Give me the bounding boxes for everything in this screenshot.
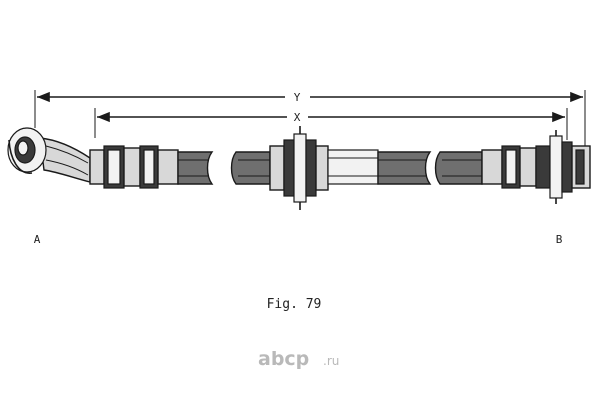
watermark-logo: abcp .ru: [258, 348, 339, 370]
dimension-x-label: X: [294, 111, 301, 124]
center-bracket-fitting: [269, 126, 379, 210]
hose-segment-left: [177, 151, 214, 185]
dimension-x: X: [94, 108, 568, 140]
dimension-y: Y: [34, 90, 586, 150]
end-a-label: A: [34, 233, 41, 246]
dimension-y-label: Y: [294, 91, 301, 104]
figure-caption: Fig. 79: [267, 297, 322, 312]
hose-segment-middle-left: [230, 151, 271, 185]
left-crimp-fitting: [89, 145, 179, 189]
hose-segment-middle-right: [377, 151, 432, 185]
watermark-text: abcp: [258, 348, 309, 370]
banjo-fitting: [7, 127, 91, 183]
hose-segment-right: [434, 151, 483, 185]
end-b-label: B: [556, 233, 563, 246]
right-crimp-fitting: [481, 130, 591, 204]
watermark-tld: .ru: [323, 354, 339, 368]
